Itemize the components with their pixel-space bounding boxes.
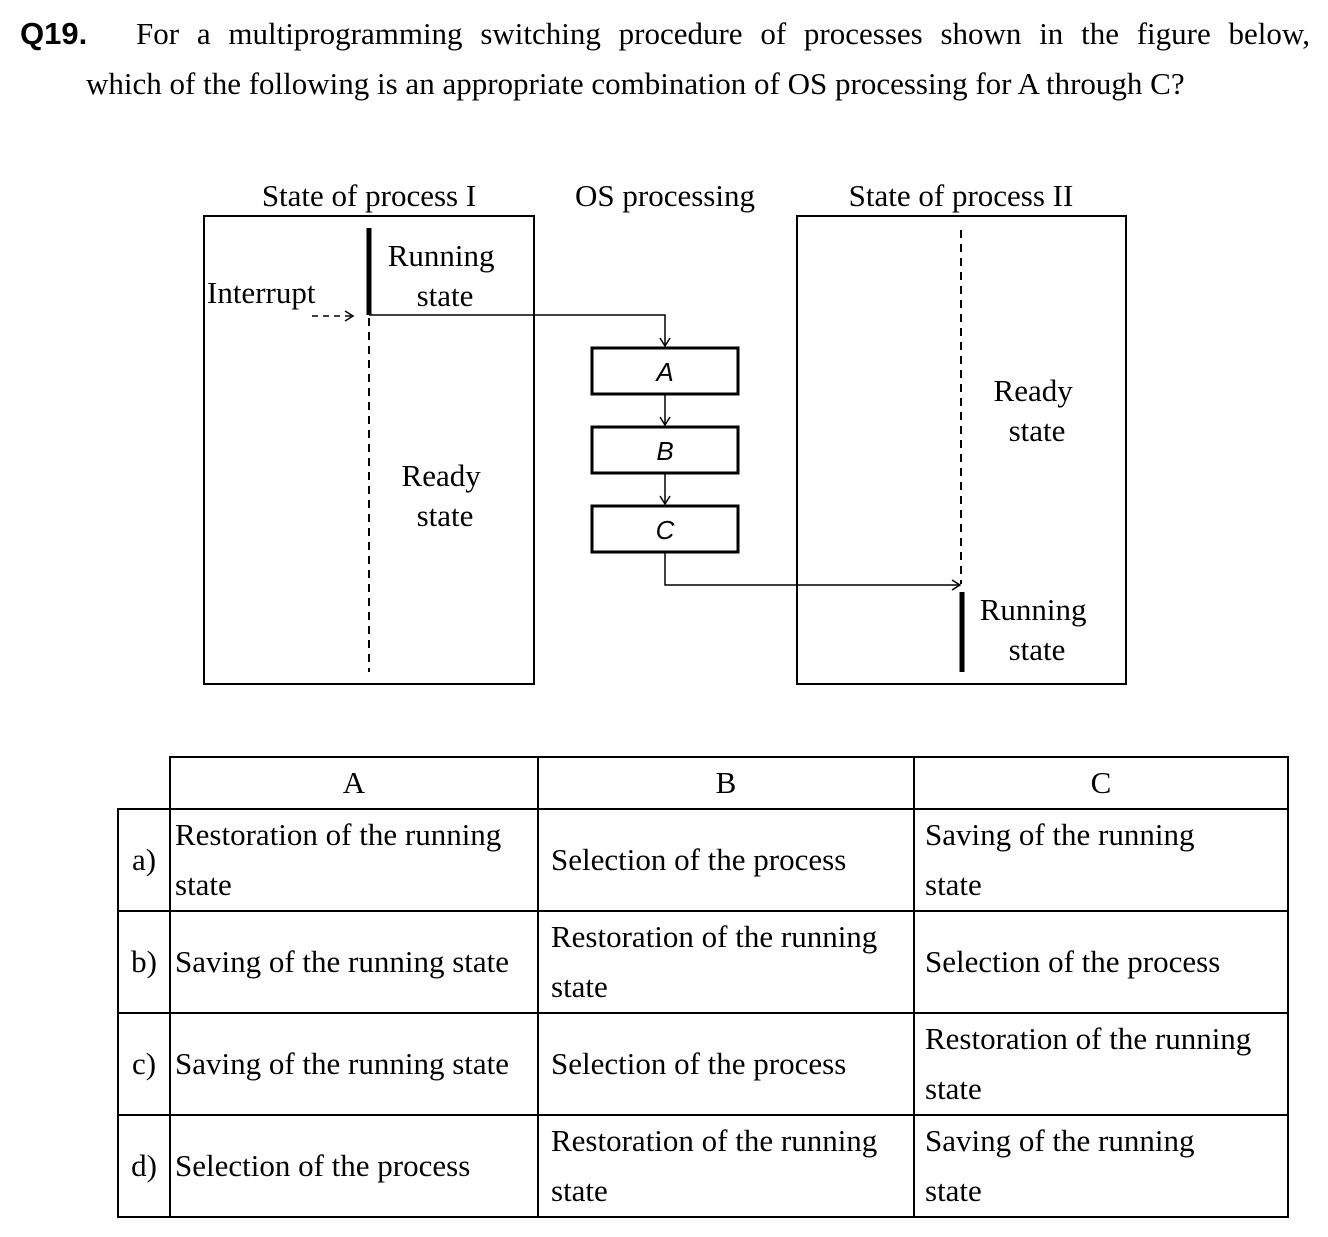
cell-line-2: state [925,1071,982,1106]
process-1-ready-label: Ready state [402,458,489,533]
option-d-cell-a: Selection of the process [169,1114,539,1218]
option-c-cell-c: Restoration of the running state [913,1012,1289,1116]
option-row-a[interactable]: a) Restoration of the running state Selec… [117,808,1289,912]
cell-line-1: Selection of the process [551,842,847,877]
option-a-cell-c: Saving of the running state [913,808,1289,912]
option-label: c) [117,1012,171,1116]
process-1-box [203,215,535,685]
flow-to-process-2-arrow [664,552,962,591]
cell-line-1: Saving of the running [925,817,1195,852]
process-1-ready-line-1: Ready [402,458,482,493]
option-label: b) [117,910,171,1014]
cell-line-2: state [925,867,982,902]
process-2-ready-line-1: Ready [994,373,1074,408]
flow-to-os-arrow [369,314,671,348]
header-os-processing: OS processing [575,178,755,213]
cell-line-1: Saving of the running [925,1123,1195,1158]
cell-line-2: state [551,969,608,1004]
cell-line-1: Selection of the process [175,1148,471,1183]
option-b-cell-c: Selection of the process [913,910,1289,1014]
process-1-running-line-2: state [417,278,474,313]
option-label: a) [117,808,171,912]
option-label: d) [117,1114,171,1218]
interrupt-label: Interrupt [207,275,316,310]
cell-line-1: Selection of the process [925,944,1221,979]
process-2-running-line-2: state [1009,632,1066,667]
os-step-c-box [590,504,740,554]
process-1-ready-line-2: state [417,498,474,533]
table-header-row: A B C [118,756,1289,810]
option-row-b[interactable]: b) Saving of the running state Restorati… [117,910,1289,1014]
cell-line-1: Saving of the running state [175,944,510,979]
question-text-line-2: which of the following is an appropriate… [86,66,1185,101]
os-step-a-label: A [654,357,673,387]
header-process-1: State of process I [262,178,476,213]
option-b-cell-a: Saving of the running state [169,910,539,1014]
cell-line-1: Restoration of the running [551,1123,878,1158]
question-text-line-1: For a multiprogramming switching procedu… [136,16,1310,51]
cell-line-1: Saving of the running state [175,1046,510,1081]
cell-line-1: Restoration of the running [175,817,502,852]
option-a-cell-a: Restoration of the running state [169,808,539,912]
cell-line-1: Selection of the process [551,1046,847,1081]
process-2-ready-label: Ready state [994,373,1081,448]
process-1-running-line-1: Running [388,238,495,273]
cell-line-2: state [551,1173,608,1208]
option-b-cell-b: Restoration of the running state [537,910,915,1014]
option-row-d[interactable]: d) Selection of the process Restoration … [117,1114,1289,1218]
cell-line-2: state [925,1173,982,1208]
question-number: Q19. [20,16,88,51]
option-a-cell-b: Selection of the process [537,808,915,912]
process-2-ready-line-2: state [1009,413,1066,448]
os-step-c-label: C [656,515,675,545]
table-corner-blank [118,757,171,810]
process-2-running-line-1: Running [980,592,1087,627]
option-d-cell-b: Restoration of the running state [537,1114,915,1218]
os-step-b-label: B [656,436,673,466]
header-process-2: State of process II [849,178,1074,213]
option-c-cell-a: Saving of the running state [169,1012,539,1116]
answer-options-table: A B C a) Restoration of the running state… [117,756,1289,1218]
column-header-b: B [537,756,915,810]
column-header-a: A [169,756,539,810]
cell-line-2: state [175,867,232,902]
cell-line-1: Restoration of the running [551,919,878,954]
cell-line-1: Restoration of the running [925,1021,1252,1056]
process-1-running-label: Running state [388,238,503,313]
option-d-cell-c: Saving of the running state [913,1114,1289,1218]
process-2-box [796,215,1127,685]
process-2-running-label: Running state [980,592,1095,667]
option-c-cell-b: Selection of the process [537,1012,915,1116]
option-row-c[interactable]: c) Saving of the running state Selection… [117,1012,1289,1116]
column-header-c: C [913,756,1289,810]
process-switching-diagram: State of process I OS processing State o… [203,178,1127,685]
